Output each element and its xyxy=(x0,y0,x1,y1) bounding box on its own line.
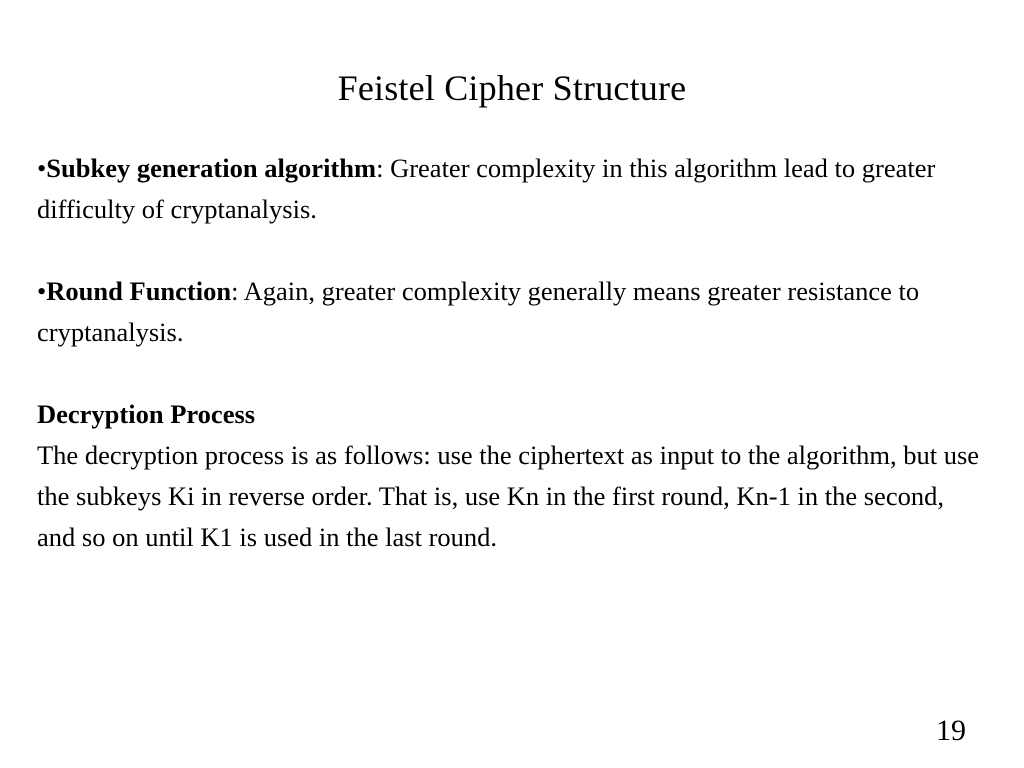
section-heading-decryption-process: Decryption Process xyxy=(37,399,256,429)
slide-body: •Subkey generation algorithm: Greater co… xyxy=(37,148,981,558)
bullet-text-round-function: Again, greater complexity generally mean… xyxy=(37,276,920,347)
bullet-lead-round-function: Round Function xyxy=(46,276,232,306)
bullet-item-subkey-generation: •Subkey generation algorithm: Greater co… xyxy=(37,148,981,230)
bullet-separator: : xyxy=(376,153,391,183)
bullet-glyph-icon: • xyxy=(37,153,47,183)
paragraph-spacer xyxy=(37,230,981,271)
bullet-lead-subkey-generation: Subkey generation algorithm xyxy=(46,153,377,183)
bullet-glyph-icon: • xyxy=(37,276,47,306)
bullet-separator: : xyxy=(231,276,244,306)
page-number: 19 xyxy=(936,714,966,747)
page-title: Feistel Cipher Structure xyxy=(337,68,687,108)
section-body-decryption-process: The decryption process is as follows: us… xyxy=(37,440,980,552)
bullet-text-subkey-generation: Greater complexity in this algorithm lea… xyxy=(37,153,936,224)
paragraph-spacer xyxy=(37,353,981,394)
bullet-item-round-function: •Round Function: Again, greater complexi… xyxy=(37,271,981,353)
